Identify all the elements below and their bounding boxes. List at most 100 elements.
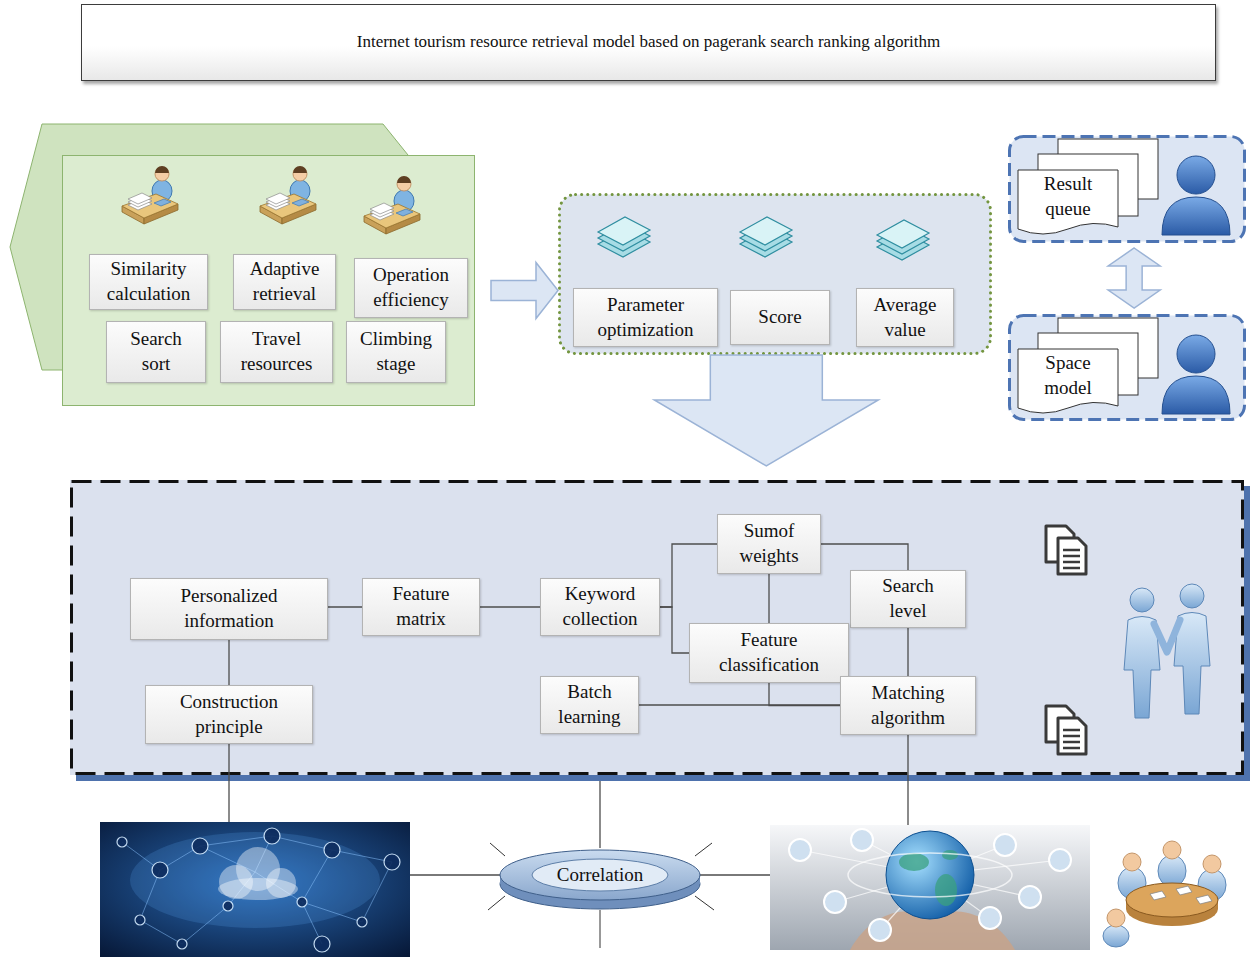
database-disk: Correlation [498,848,702,910]
person-head [1107,909,1125,927]
paper-stack [370,203,394,214]
satellite-photo [1049,849,1071,871]
connector-line [769,683,840,706]
panel-outline [1010,316,1245,420]
continent [942,850,958,860]
network-node [324,842,340,858]
node-label: Search level [863,574,953,623]
person-head [1163,841,1181,859]
picture-glow [130,832,380,928]
process-box: Keyword collection [540,578,660,636]
person-body [1162,197,1230,235]
process-box: Feature classification [689,623,849,683]
satellite-photo [851,829,873,851]
panel-outline [560,195,991,354]
panel-art [598,217,929,260]
document-line [1063,741,1080,744]
node-label: Score [758,305,801,330]
process-box: Adaptive retrieval [233,254,336,310]
network-line [362,862,392,922]
connector-line [907,628,908,676]
document-line [1063,561,1080,564]
person-head [1123,853,1141,871]
disk-ray [600,910,601,948]
disk-ray [490,843,505,856]
continent [935,874,957,906]
desk-top [260,194,316,218]
connector-line [821,544,908,570]
process-box: Matching algorithm [840,676,976,735]
worker-hair [293,166,307,173]
block-arrow [654,355,878,466]
connector-line [328,606,362,607]
worker-head [293,167,307,181]
person-head [1203,855,1221,873]
cloud-shape [218,878,298,900]
document-page [1018,349,1118,413]
disk-inner [532,859,668,891]
disk-top [500,850,700,900]
person-head [1177,335,1215,373]
process-box: Travel resources [220,321,333,383]
connector-line [639,704,840,705]
paper-sheet [1176,886,1192,895]
process-box: Average value [856,288,954,347]
network-node [177,939,187,949]
document-line [1063,549,1080,552]
paper-sheet [1150,891,1166,900]
book [154,199,171,206]
network-node [357,917,367,927]
meeting-icon [1103,841,1226,947]
node-label: Sumof weights [730,519,808,568]
node-label: Climbing stage [359,327,433,376]
leader-line [228,744,229,822]
node-label: Personalized information [143,584,315,633]
continent [899,853,929,871]
text-holder: Result queue [1018,171,1118,223]
paper-stack [128,193,152,204]
network-line [302,850,332,902]
connector-line [599,781,600,848]
node-label: Adaptive retrieval [246,257,323,306]
network-node [192,838,208,854]
worker-head [397,177,411,191]
worker-hair [155,166,169,173]
process-box: Batch learning [540,676,639,734]
node-label: Search sort [119,327,193,376]
node-label: Correlation [557,863,644,888]
book [396,209,413,216]
person-head [1180,584,1204,608]
panel-art [1046,526,1210,754]
document-panel: Result queue [1008,135,1246,243]
document-icon [1058,538,1086,574]
document-sheet [598,217,650,245]
document-line [1063,567,1080,570]
document-page [1018,170,1118,234]
group-panel: Parameter optimizationScoreAverage value [558,193,992,355]
network-line [182,906,228,944]
globe [886,831,974,919]
network-node [314,936,330,952]
paper-stack [266,193,290,204]
satellite-photo [869,919,891,941]
process-box: Score [730,290,830,345]
network-node [135,915,145,925]
process-box: Feature matrix [362,578,480,636]
network-node [297,897,307,907]
block-arrow [491,263,558,319]
group-panel: Personalized information Feature matrix Ke… [70,480,1244,775]
title-box: Internet tourism resource retrieval mode… [81,4,1216,81]
satellite-photo [979,907,1001,929]
cloud-network-picture [100,822,410,957]
desk-top [122,194,178,218]
leader-line [700,874,770,875]
document-line [1063,555,1080,558]
node-label: Feature matrix [375,582,467,631]
panel-art [10,124,475,406]
person-head [1177,156,1215,194]
worker-hair [397,176,411,183]
picture-ground [770,825,1090,950]
text-holder: Space model [1018,350,1118,402]
